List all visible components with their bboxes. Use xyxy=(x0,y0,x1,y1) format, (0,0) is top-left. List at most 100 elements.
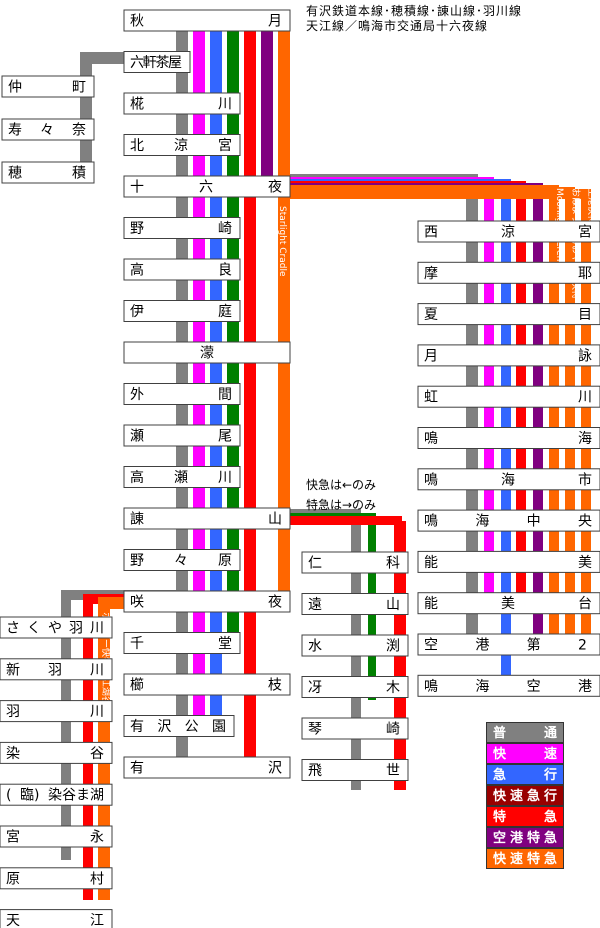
station-box xyxy=(417,427,600,449)
station-name-char: さ xyxy=(6,621,20,637)
narumi-line-track xyxy=(290,174,478,651)
station-name: 諌山 xyxy=(130,512,282,528)
station-name: 北涼宮 xyxy=(130,138,232,154)
station-box xyxy=(417,303,600,326)
station-name: 秋月 xyxy=(130,14,282,30)
station-box xyxy=(123,383,241,405)
station-name-char: 海 xyxy=(578,431,592,447)
station-box xyxy=(301,676,409,698)
station-name-char: 崎 xyxy=(386,722,400,738)
station-box xyxy=(123,175,291,198)
station-name-char: 港 xyxy=(578,679,592,695)
station-name-char: 羽 xyxy=(6,704,20,720)
station-name: 遠山 xyxy=(308,597,400,613)
station-box xyxy=(123,715,235,737)
station-name-char: 能 xyxy=(424,596,438,612)
station-box xyxy=(123,300,241,322)
station-name-char: ( xyxy=(6,788,11,804)
station-box xyxy=(417,385,600,408)
station-name-char: 西 xyxy=(424,225,438,241)
station-name: 鳴海市 xyxy=(424,471,592,488)
station-name-char: 野 xyxy=(130,221,144,237)
station-name-char: 川 xyxy=(90,621,104,637)
ltd-express-note: 特急は→のみ xyxy=(306,498,377,512)
station-name-char: 原 xyxy=(6,871,20,887)
station-name-char: 中 xyxy=(527,514,541,530)
station-name-char: 寿 xyxy=(8,122,22,139)
station-name: 寿々奈 xyxy=(8,122,86,139)
station-name-char: 仁 xyxy=(308,556,322,572)
station-name-char: 臨 xyxy=(20,788,34,804)
station-name-char: 港 xyxy=(475,638,489,654)
station-name-char: 園 xyxy=(212,719,226,735)
station-name: 鳴海 xyxy=(424,431,592,447)
station-name-char: 川 xyxy=(218,97,232,113)
station-name-char: 積 xyxy=(72,166,86,182)
station-name-char: 美 xyxy=(578,555,592,571)
station-name-char: 遠 xyxy=(308,597,322,613)
station-box xyxy=(417,509,600,532)
station-box xyxy=(123,590,291,613)
station-name-char: 科 xyxy=(386,556,400,572)
station-name: 原村 xyxy=(6,871,104,887)
station-box xyxy=(417,261,600,284)
station-name-char: 川 xyxy=(578,390,592,406)
station-name-char: 奈 xyxy=(72,123,86,139)
station-name: 櫛枝 xyxy=(130,677,282,694)
narumi-line-track xyxy=(290,183,543,651)
express-note: 快急は←のみ xyxy=(306,478,377,492)
station-name: 高瀬川 xyxy=(130,469,232,486)
station-name-char: 宮 xyxy=(218,138,232,154)
station-name-char: 千 xyxy=(130,636,144,652)
station-name-char: 涼 xyxy=(501,225,515,241)
station-name: 伊庭 xyxy=(130,303,232,320)
station-box xyxy=(417,550,600,573)
station-box xyxy=(123,466,241,488)
legend-item: 急 行 xyxy=(486,764,564,785)
train-name-label: ホリデー快特 天江湖谷 xyxy=(259,206,271,299)
station-name-char: 詠 xyxy=(578,348,592,364)
legend-item: 空港特急 xyxy=(486,827,564,848)
station-name-char: 月 xyxy=(268,14,282,30)
station-name-char: 濛 xyxy=(200,346,214,362)
station-name: 夏目 xyxy=(424,307,592,323)
station-name: 鳴海空港 xyxy=(424,679,592,695)
station-name: 琴崎 xyxy=(308,722,400,738)
station-name-char: 茶 xyxy=(155,55,169,71)
station-box xyxy=(301,759,409,781)
station-name-char: 虹 xyxy=(424,390,438,406)
station-name-char: ま xyxy=(76,788,90,804)
station-name: 野崎 xyxy=(130,221,232,237)
station-name-char: 町 xyxy=(72,80,86,96)
station-box xyxy=(417,592,600,615)
station-name: 千堂 xyxy=(130,636,232,652)
station-name-char: 空 xyxy=(424,638,438,654)
station-name: 有沢 xyxy=(130,761,282,777)
station-name-char: 六 xyxy=(130,55,144,71)
station-name-char: 飛 xyxy=(308,763,322,779)
main-line-track xyxy=(261,20,273,186)
main-line-track xyxy=(244,20,256,767)
station-name-char: 羽 xyxy=(69,621,83,637)
narumi-line-track xyxy=(290,187,575,651)
station-name: 野々原 xyxy=(130,553,232,569)
station-name-char: 天 xyxy=(6,913,20,928)
station-box xyxy=(417,468,600,491)
station-name: さくや羽川 xyxy=(6,621,104,637)
station-name-char: 第 xyxy=(527,637,541,654)
station-name-char: 月 xyxy=(424,348,438,364)
station-name-char: 鳴 xyxy=(424,679,438,695)
station-name-char: 羽 xyxy=(48,662,62,678)
title-line-1: 有沢鉄道本線･穂積線･諌山線･羽川線 xyxy=(306,4,523,18)
station-box xyxy=(123,507,291,530)
station-name: 西涼宮 xyxy=(424,225,592,241)
station-name: 仲町 xyxy=(8,80,86,96)
station-box xyxy=(0,741,113,764)
station-name: 摩耶 xyxy=(424,265,592,282)
station-box xyxy=(417,633,600,656)
station-name-char: 夏 xyxy=(424,307,438,323)
station-name-char: 公 xyxy=(185,719,199,735)
station-name-char: 谷 xyxy=(62,788,76,804)
station-name-char: 十 xyxy=(130,180,144,196)
station-name: 水渕 xyxy=(308,639,400,655)
